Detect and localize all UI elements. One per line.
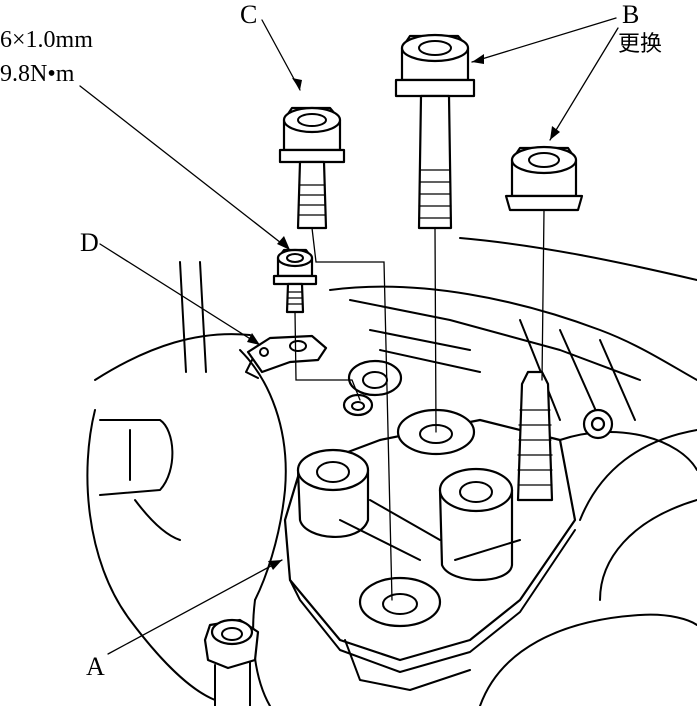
bolt-d	[272, 248, 318, 314]
mount-bracket-a	[283, 359, 577, 691]
label-spec-size: 6×1.0mm	[0, 27, 93, 53]
label-a: A	[86, 652, 105, 681]
label-b-note: 更换	[618, 32, 663, 57]
label-spec-torque: 9.8N•m	[0, 61, 75, 87]
label-c: C	[240, 0, 258, 29]
label-b: B	[622, 0, 640, 29]
label-d: D	[80, 228, 99, 257]
lower-left-bolt	[203, 618, 260, 706]
nut-b	[504, 145, 584, 212]
engine-background-outline	[86, 237, 697, 706]
bolt-b	[394, 33, 476, 230]
alignment-lines	[294, 209, 545, 601]
leader-lines	[79, 17, 619, 655]
bolt-c	[278, 106, 346, 230]
bracket-d	[245, 334, 328, 379]
